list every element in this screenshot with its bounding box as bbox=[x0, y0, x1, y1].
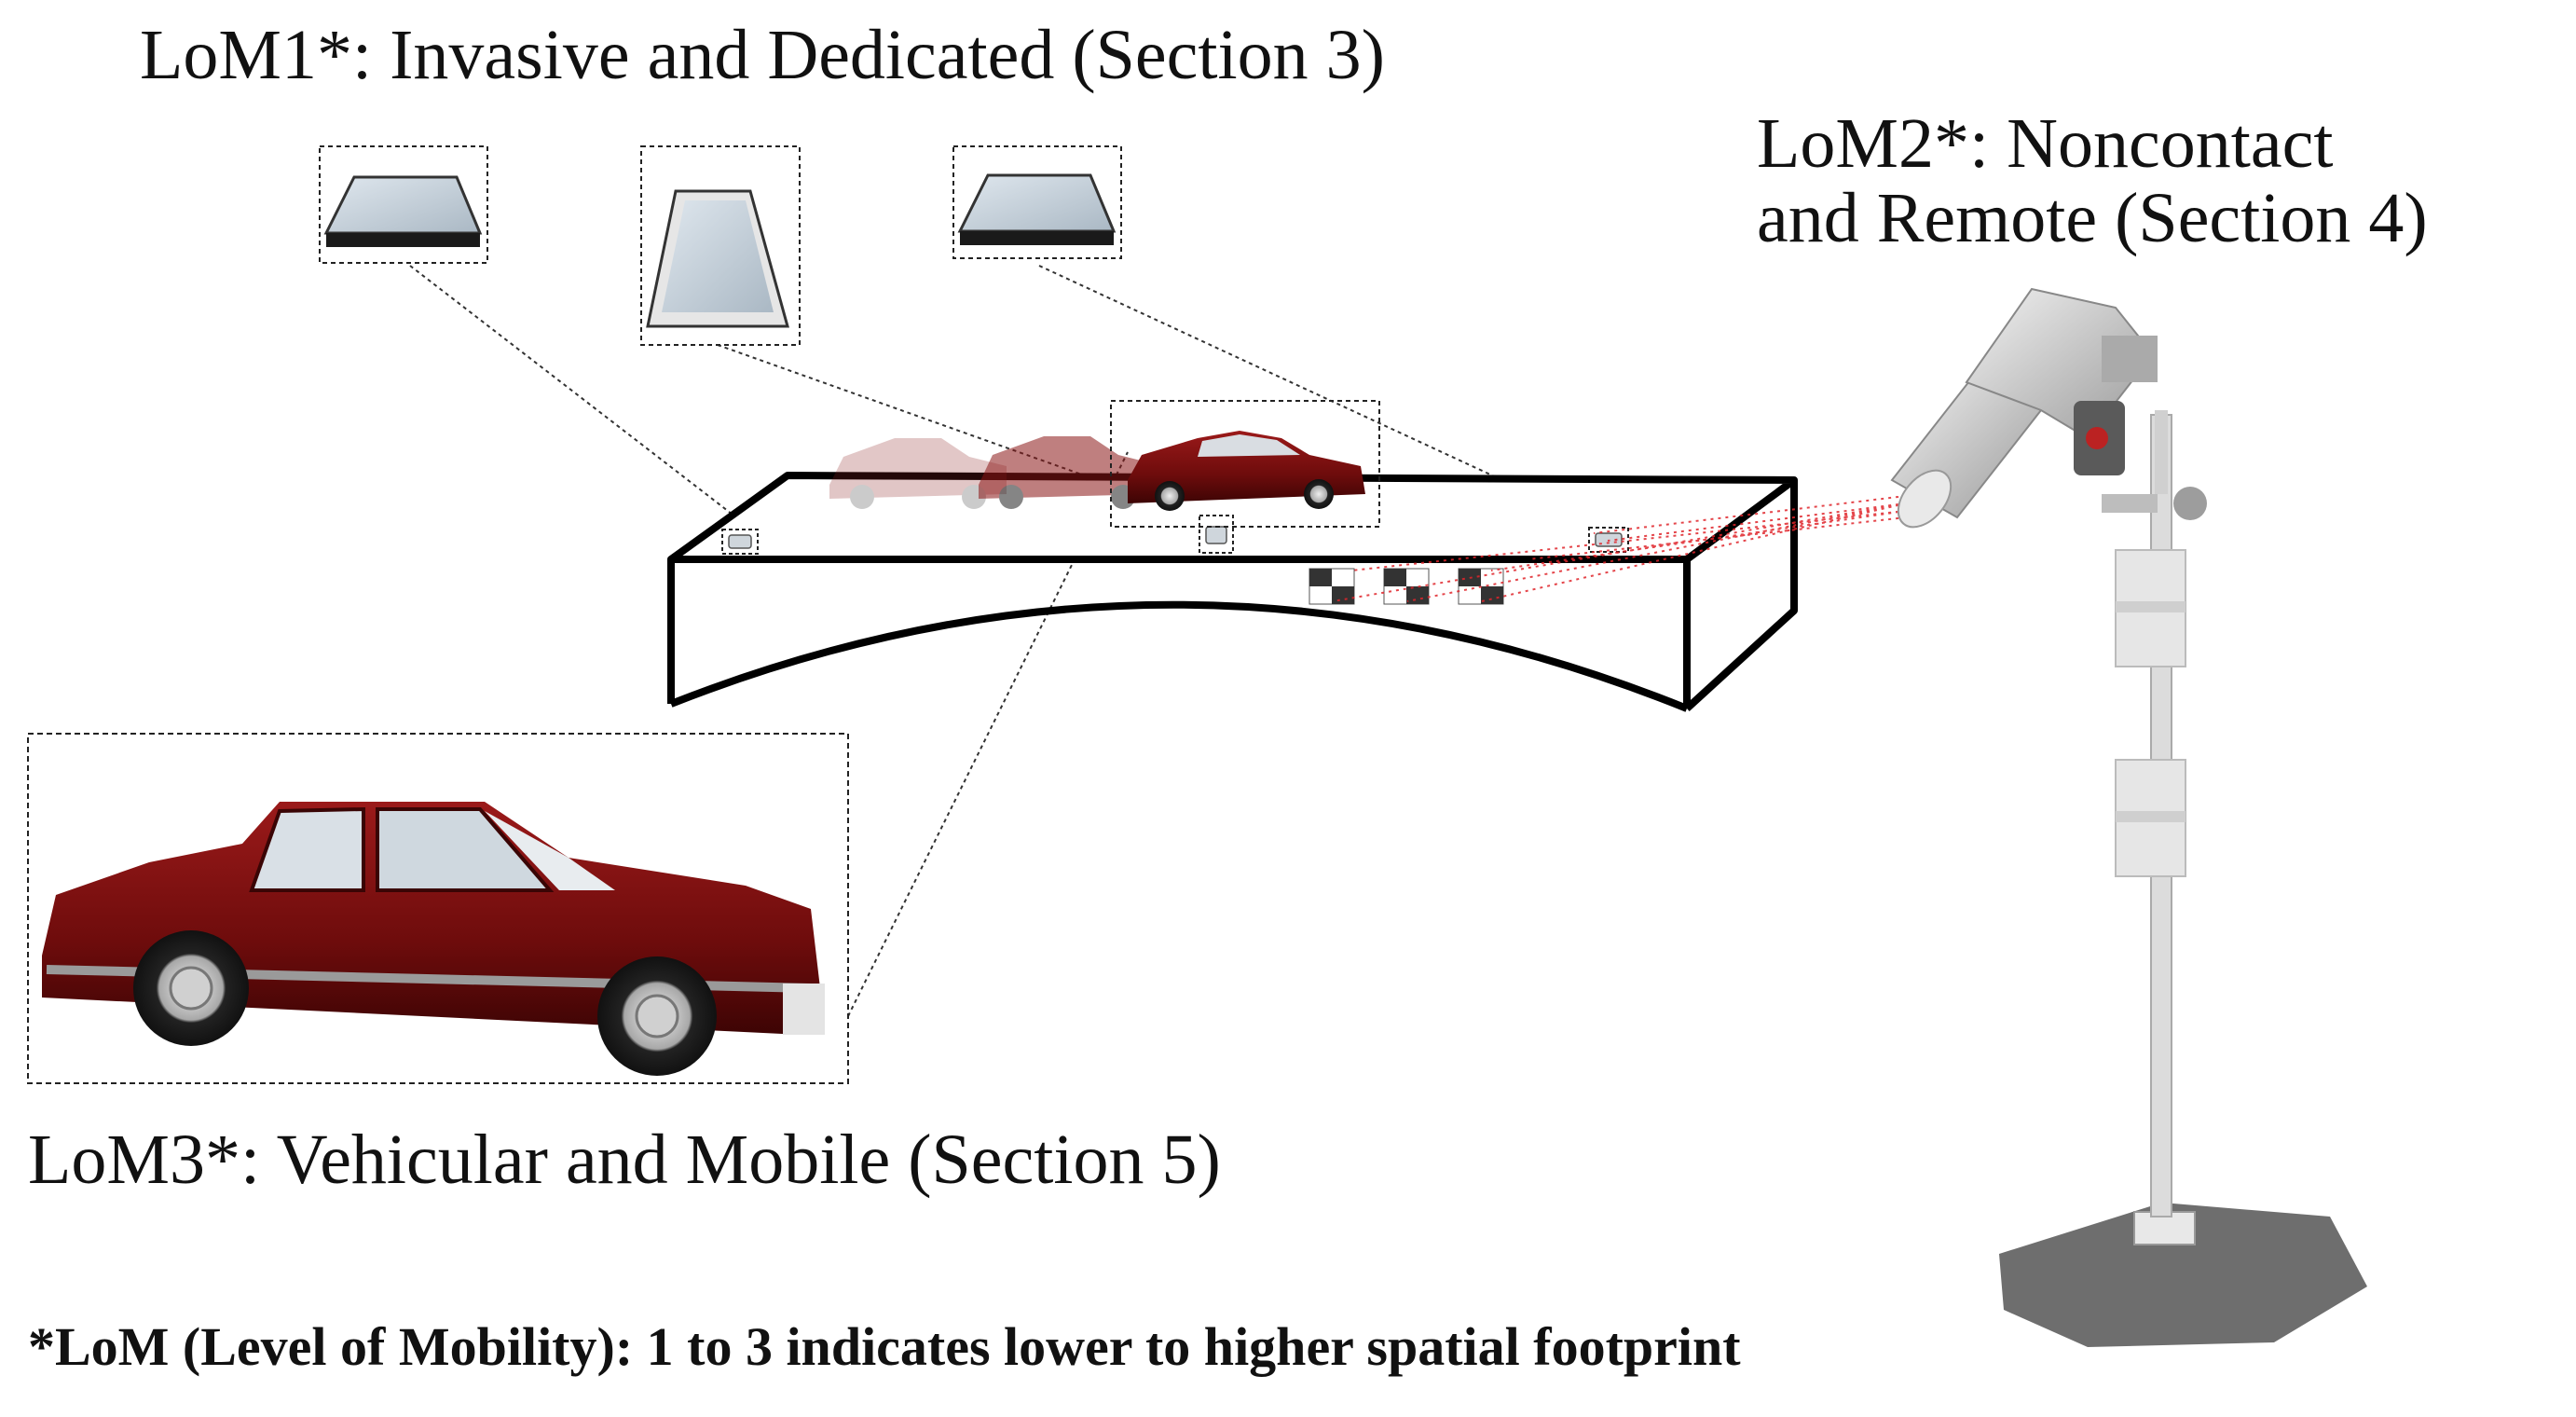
lom2-label: LoM2*: Noncontact and Remote (Section 4) bbox=[1757, 104, 2428, 257]
phone-flat-1 bbox=[319, 145, 488, 264]
bridge-car bbox=[1110, 400, 1380, 528]
lom1-label: LoM1*: Invasive and Dedicated (Section 3… bbox=[140, 16, 1385, 94]
footnote: *LoM (Level of Mobility): 1 to 3 indicat… bbox=[28, 1316, 1741, 1377]
phone-flat-2 bbox=[952, 145, 1122, 259]
laser-beams bbox=[1332, 495, 1907, 602]
phone-upright bbox=[640, 145, 801, 346]
car-ghost-1 bbox=[829, 438, 1007, 509]
lom2-label-line2: and Remote (Section 4) bbox=[1757, 178, 2428, 257]
lom2-label-line1: LoM2*: Noncontact bbox=[1757, 104, 2334, 183]
bridge-outline bbox=[667, 472, 1798, 712]
optical-targets bbox=[1309, 568, 1504, 605]
camera bbox=[1890, 287, 2158, 529]
camera-stand bbox=[1999, 410, 2367, 1347]
lom3-label: LoM3*: Vehicular and Mobile (Section 5) bbox=[28, 1121, 1221, 1199]
vehicle-inset bbox=[27, 733, 849, 1084]
